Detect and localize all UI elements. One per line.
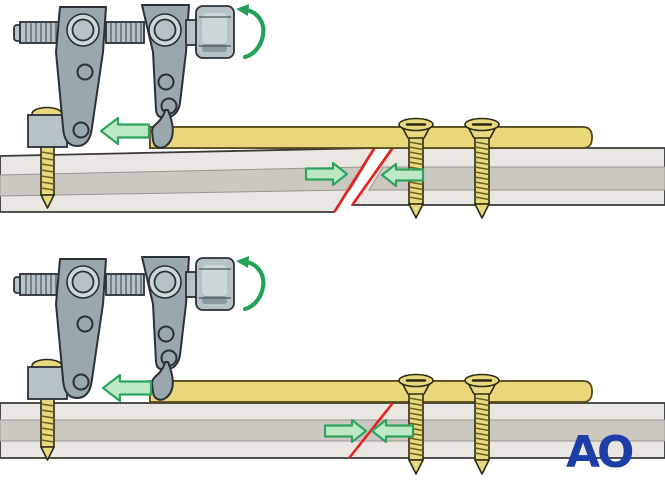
compression-plate (150, 381, 592, 402)
compression-plate (150, 127, 592, 148)
pull-arrow-icon (99, 116, 151, 146)
fracture-line-right (351, 147, 394, 206)
panel-top (0, 4, 665, 220)
fracture-line (348, 402, 394, 459)
ao-logo: AO (566, 427, 633, 478)
panel-bottom: AO (0, 256, 665, 478)
bone-left-shadow-band (0, 166, 365, 197)
pull-arrow-icon (101, 373, 153, 403)
bone-right-shadow-band (368, 166, 665, 191)
fracture-line-left (333, 147, 376, 213)
